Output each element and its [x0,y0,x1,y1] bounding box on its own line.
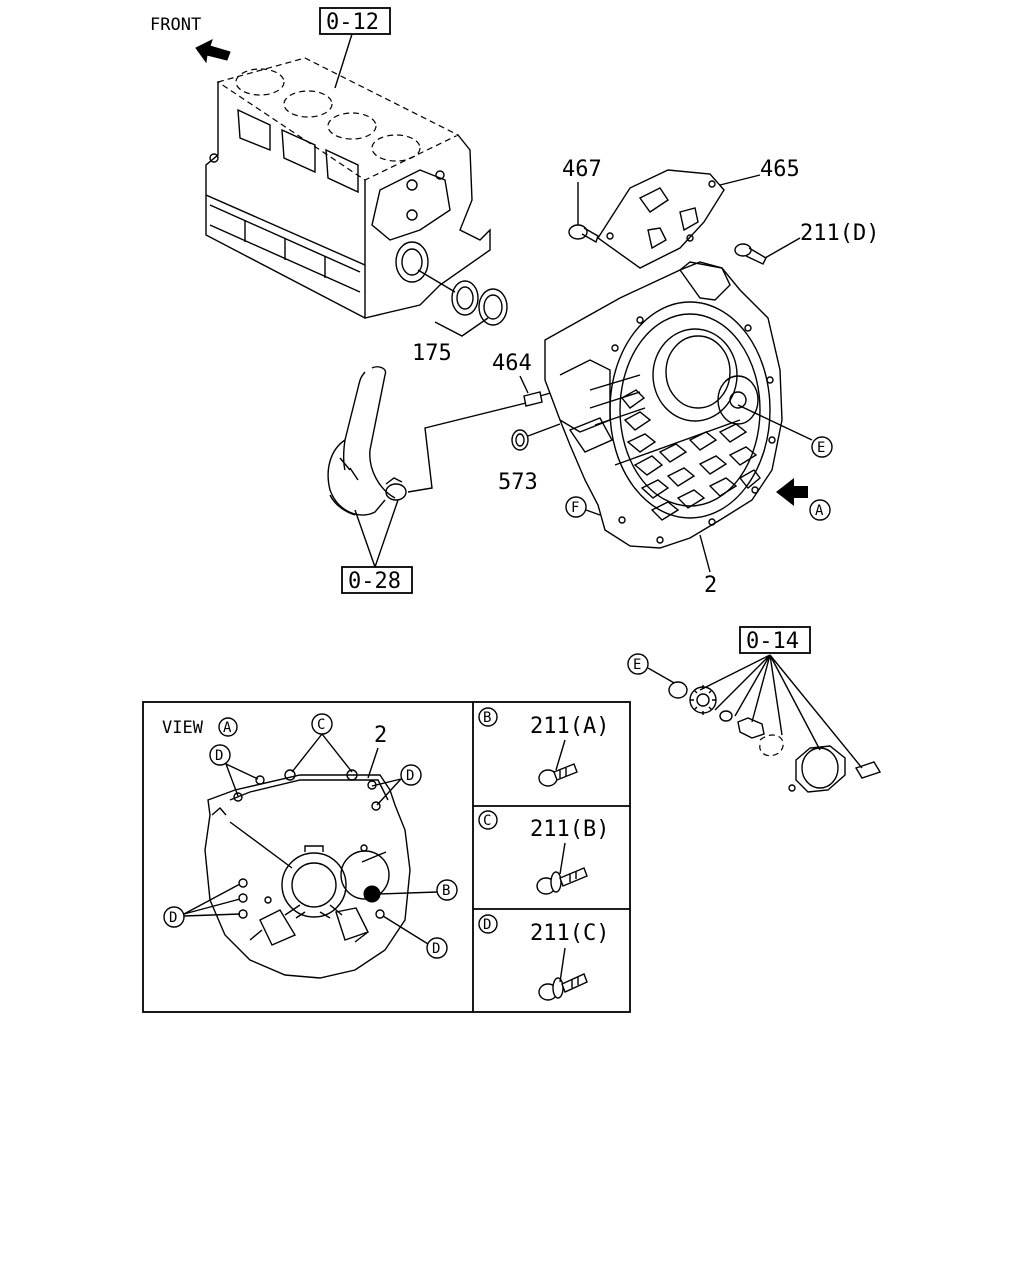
ref-box-hose[interactable]: 0-28 [341,566,413,594]
svg-text:0-12: 0-12 [326,10,379,35]
ref-box-flywheel[interactable]: 0-14 [739,626,811,654]
bolt-211-b-drawing [536,842,588,895]
flywheel-housing-2[interactable]: 2 [544,261,783,598]
bolt-cell-d[interactable]: D 211(C) [478,914,609,1001]
svg-text:D: D [432,941,440,957]
part-number-211-c: 211(C) [530,921,609,946]
callout-d-top-right[interactable]: D [371,764,422,806]
svg-text:B: B [442,883,450,899]
flywheel-components [668,654,882,793]
part-number-467: 467 [562,157,602,182]
svg-text:0-14: 0-14 [746,629,799,654]
bolt-211-a-drawing [538,739,578,787]
bolt-211-d[interactable]: 211(D) [734,221,879,265]
svg-text:A: A [223,720,232,736]
cylinder-block-drawing [205,57,491,319]
front-label: FRONT [150,15,201,35]
svg-text:C: C [483,813,491,829]
view-a-indicator[interactable]: A [776,478,831,521]
svg-text:E: E [633,657,641,673]
callout-c-view[interactable]: C [291,713,353,773]
svg-text:B: B [483,710,491,726]
bolt-211-c-drawing [538,947,588,1001]
part-number-211-b: 211(B) [530,817,609,842]
housing-rib-pattern [614,389,761,521]
callout-f[interactable]: F [565,496,601,518]
gear-icon [689,685,717,715]
part-number-465: 465 [760,157,800,182]
housing-rear-view[interactable] [204,769,411,979]
callout-d-right[interactable]: D [382,915,448,959]
svg-text:A: A [815,503,824,519]
oil-seal-175[interactable]: 175 [412,269,508,366]
callout-e-flywheel[interactable]: E [627,653,677,685]
callout-e-housing[interactable]: E [737,404,833,458]
bolt-cell-b[interactable]: B 211(A) [478,707,609,787]
part-number-211-a: 211(A) [530,714,609,739]
bolt-467[interactable]: 467 [562,157,602,244]
svg-text:F: F [571,500,579,516]
view-title-callout-a: A [218,717,238,737]
cover-plate-465[interactable]: 465 [597,157,800,269]
part-number-211-d: 211(D) [800,221,879,246]
callout-b-view[interactable]: B [379,879,458,901]
svg-text:D: D [215,748,223,764]
front-indicator: FRONT [150,15,231,64]
svg-text:D: D [483,917,491,933]
view-title: VIEW [162,718,204,738]
o-ring-573[interactable]: 573 [498,423,561,495]
bolt-cell-c[interactable]: C 211(B) [478,810,609,895]
svg-text:0-28: 0-28 [348,569,401,594]
ref-box-cylinder-block[interactable]: 0-12 [319,7,391,35]
front-arrow-icon [195,39,231,64]
part-number-464: 464 [492,351,532,376]
callout-d-left[interactable]: D [163,883,241,928]
svg-text:D: D [406,768,414,784]
part-number-2: 2 [704,573,717,598]
view-direction-arrow-icon [776,478,808,506]
hose-assembly [327,366,531,516]
part-number-573: 573 [498,470,538,495]
callout-d-top-left[interactable]: D [209,744,259,797]
view-a-panel: VIEW A [142,701,631,1013]
svg-text:D: D [169,910,177,926]
part-number-2-view: 2 [374,723,387,748]
svg-text:E: E [817,440,825,456]
part-number-175: 175 [412,341,452,366]
svg-text:C: C [317,717,325,733]
